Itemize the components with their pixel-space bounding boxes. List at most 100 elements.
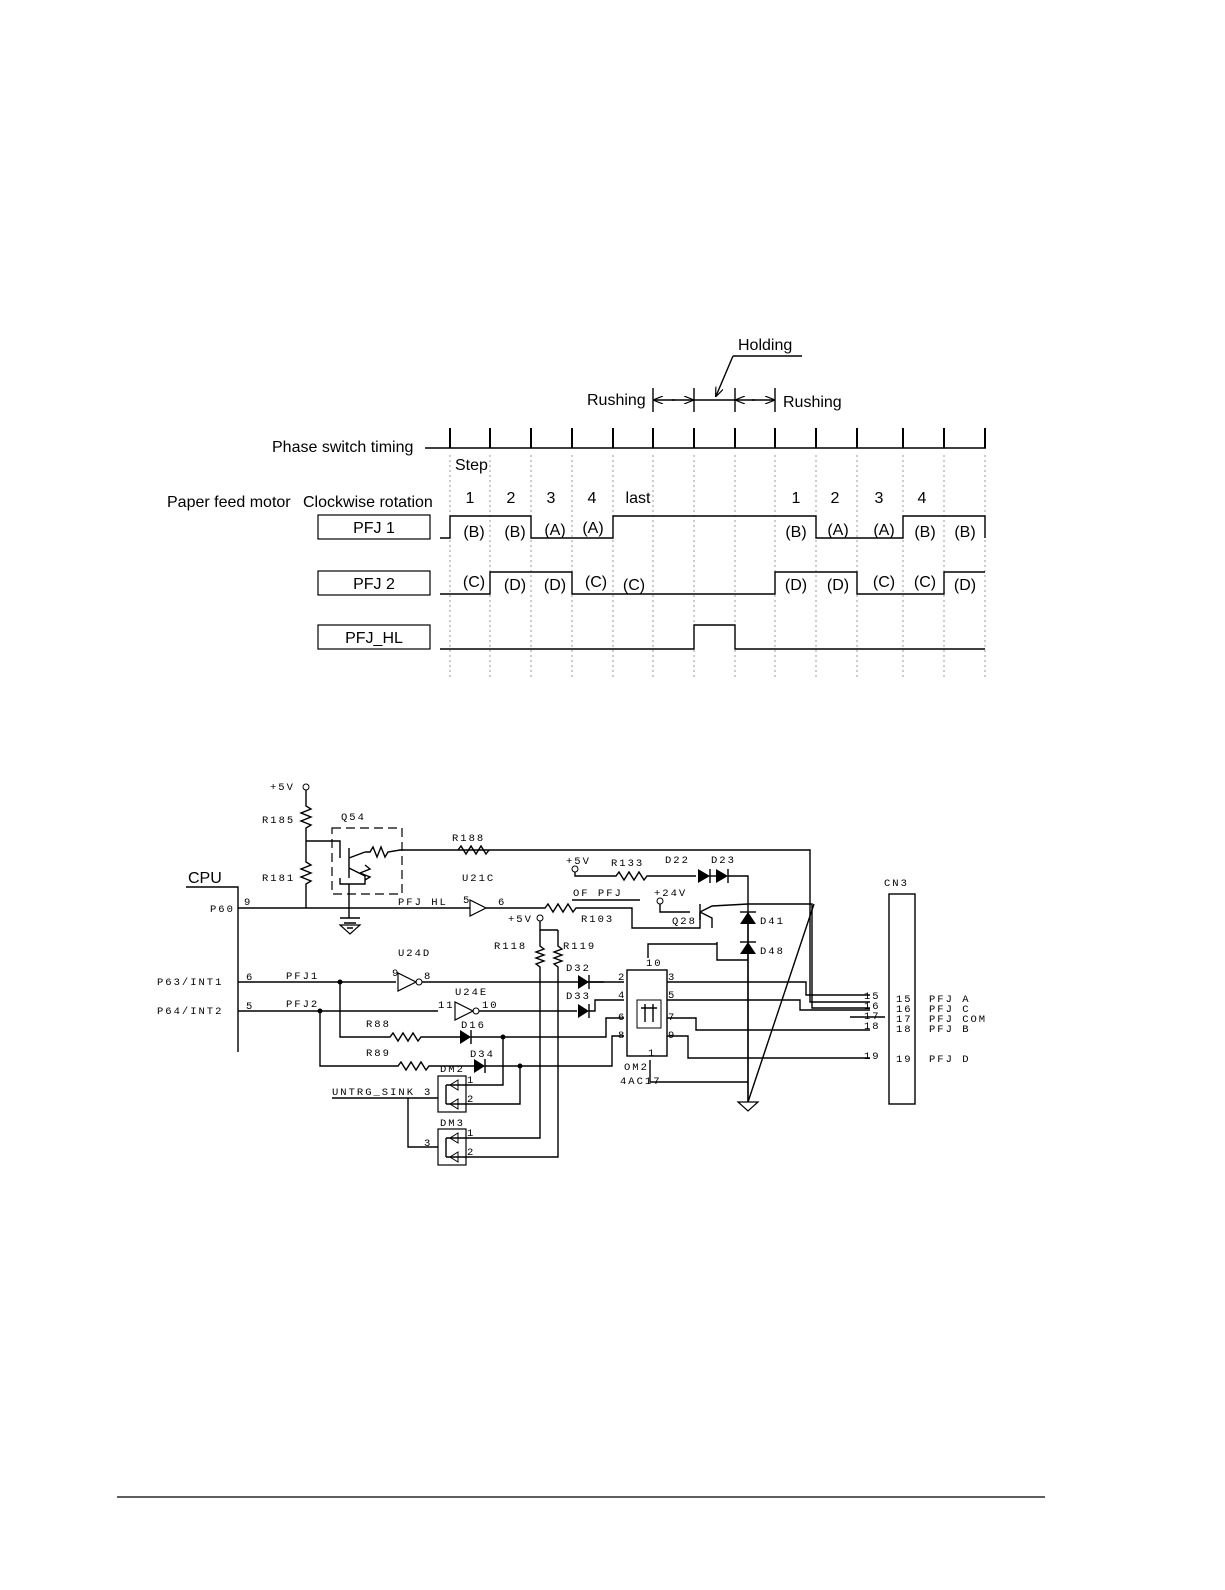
d23-out-net — [728, 875, 749, 904]
u21c-output-net — [486, 902, 701, 929]
pfj1-waveform — [440, 515, 986, 539]
d48-net — [716, 924, 749, 1082]
pfj1-phase-7: (B) — [914, 524, 935, 541]
q54-label: Q54 — [341, 812, 366, 824]
r89-resistor — [319, 1011, 474, 1072]
step-number-8: 4 — [918, 490, 927, 507]
pfjhl-net-label: PFJ HL — [398, 897, 448, 909]
q54-package — [331, 827, 403, 895]
pfj2-label-box — [317, 570, 431, 596]
step-number-3: 4 — [588, 490, 597, 507]
pfj2-net-label: PFJ2 — [286, 999, 319, 1011]
dm2-pin2-net — [458, 1066, 521, 1105]
dm3-package — [437, 1128, 467, 1166]
phase-switch-label: Phase switch timing — [272, 439, 413, 456]
cpu-p63-pin: 6 — [246, 972, 254, 984]
q54-bias — [349, 864, 372, 885]
om2-pin10-net — [647, 943, 717, 958]
q54-transistor — [348, 845, 870, 1003]
cn3-signal-15: PFJ A — [929, 994, 971, 1006]
phase-ticks — [449, 428, 986, 448]
step-number-0: 1 — [466, 490, 475, 507]
om2-pin4: 4 — [618, 990, 626, 1002]
step-number-1: 2 — [507, 490, 516, 507]
u24e-inverter — [454, 1001, 475, 1021]
plus5v-r133-label: +5V — [566, 856, 591, 868]
r188-resistor — [457, 844, 490, 856]
plus5v-top-label: +5V — [270, 782, 295, 794]
cpu-p60-pin: 9 — [244, 897, 252, 909]
pfj-a-net — [667, 981, 870, 996]
pfj-d-net — [667, 1035, 870, 1059]
pfj1-phase-4: (B) — [785, 524, 806, 541]
d48-label: D48 — [760, 946, 785, 958]
schematic: CPU P60 9 P63/INT1 6 P64/INT2 5 +5V R185… — [157, 782, 985, 1166]
om2-pin2: 2 — [618, 972, 626, 984]
ground-net-2 — [649, 1060, 749, 1102]
r89-label: R89 — [366, 1048, 391, 1060]
cn3-pin-16: 16 — [896, 1004, 913, 1016]
d33-label: D33 — [566, 991, 591, 1003]
d23-label: D23 — [711, 855, 736, 867]
dm2-pin1: 1 — [467, 1075, 475, 1087]
u21c-out-pin: 6 — [498, 897, 506, 909]
cpu-label: CPU — [188, 870, 222, 887]
q54-ground — [339, 878, 360, 929]
cn3-wire-pin-19: 19 — [864, 1051, 881, 1063]
u24e-out-pin: 10 — [482, 1000, 499, 1012]
d33-diode — [578, 1004, 589, 1018]
pfj1-phase-6: (A) — [873, 522, 894, 539]
om2-pin5: 5 — [668, 990, 676, 1002]
om2-pin10: 10 — [646, 958, 663, 970]
step-gridlines — [449, 455, 986, 680]
dm2-diode-2 — [449, 1098, 459, 1110]
dm2-pin2: 2 — [467, 1094, 475, 1106]
q28-transistor — [659, 903, 749, 928]
r133-label: R133 — [611, 858, 644, 870]
cpu-p64-pin: 5 — [246, 1001, 254, 1013]
plus5v-top-terminal — [302, 783, 310, 791]
step-number-4: last — [626, 490, 651, 507]
d34-diode — [474, 1059, 485, 1073]
cn3-connector — [888, 893, 916, 1105]
motor-label: Paper feed motor — [167, 494, 291, 511]
om2-inner — [636, 999, 662, 1029]
r133-net — [574, 870, 696, 882]
d32-label: D32 — [566, 963, 591, 975]
ground-symbol-1 — [338, 924, 362, 935]
cn3-pin-19: 19 — [896, 1054, 913, 1066]
cn3-wire-pin-18: 18 — [864, 1021, 881, 1033]
pfjhl-label-box — [317, 624, 431, 650]
rushing-left-label: Rushing — [587, 392, 646, 409]
d23-diode — [716, 869, 728, 883]
pfj2-waveform — [440, 571, 985, 595]
u21c-label: U21C — [462, 873, 495, 885]
cn3-pin-17: 17 — [896, 1014, 913, 1026]
om2-label: OM2 — [624, 1062, 649, 1074]
pfj2-phase-labels: (C)(D)(D)(C)(C)(D)(D)(C)(C)(D) — [463, 574, 976, 594]
step-number-2: 3 — [547, 490, 556, 507]
u24e-in-pin: 11 — [438, 1000, 455, 1012]
cn3-wire-pin-15: 15 — [864, 991, 881, 1003]
cn3-wire-pin-16: 16 — [864, 1001, 881, 1013]
om2-pin3: 3 — [668, 972, 676, 984]
plus5v-mid-label: +5V — [508, 914, 533, 926]
cn3-pin-18: 18 — [896, 1024, 913, 1036]
step-label: Step — [455, 457, 488, 474]
dm3-diode-1 — [449, 1132, 459, 1144]
pfj2-phase-2: (D) — [544, 577, 566, 594]
pfj1-phase-2: (A) — [544, 522, 565, 539]
step-number-6: 2 — [831, 490, 840, 507]
dm2-pin3: 3 — [424, 1087, 432, 1099]
u24d-out-pin: 8 — [424, 971, 432, 983]
pfjhl-label: PFJ_HL — [345, 630, 403, 647]
r103-label: R103 — [581, 914, 614, 926]
d16-label: D16 — [461, 1020, 486, 1032]
rushing-right-label: Rushing — [783, 394, 842, 411]
step-number-5: 1 — [792, 490, 801, 507]
pfj1-phase-8: (B) — [954, 524, 975, 541]
plus5v-mid-terminal — [536, 914, 544, 922]
pfj1-phase-3: (A) — [582, 520, 603, 537]
